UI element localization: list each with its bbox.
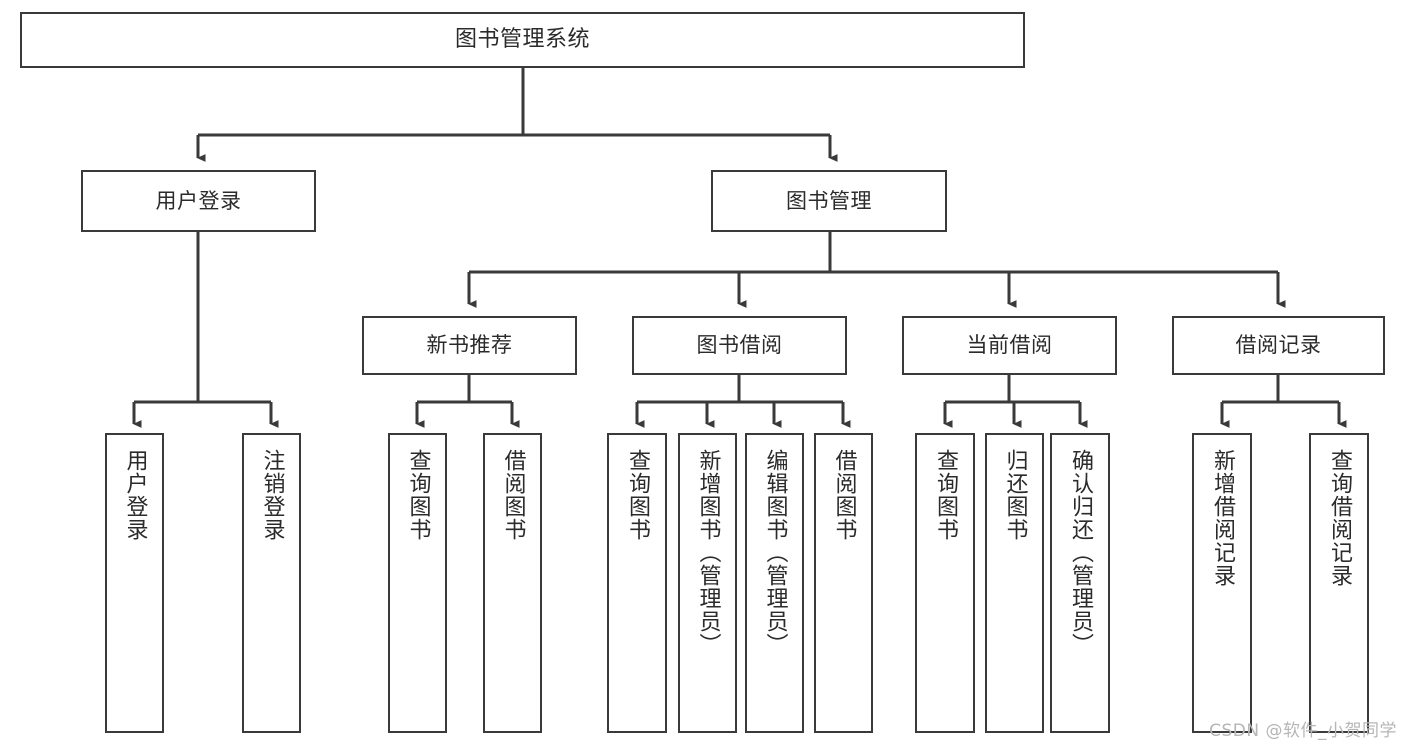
- node-label: 查询图书: [405, 449, 431, 541]
- node-label: 注销登录: [259, 449, 285, 541]
- node-label: 归还图书: [1002, 449, 1028, 541]
- node-new-book-recommend[interactable]: 新书推荐: [362, 316, 577, 375]
- node-label: 借阅图书: [831, 449, 857, 541]
- node-label: 用户登录: [155, 188, 242, 213]
- node-book-management[interactable]: 图书管理: [711, 170, 947, 232]
- node-label: 查询图书: [625, 449, 650, 541]
- node-label: 查询图书: [933, 449, 958, 541]
- node-book-borrow[interactable]: 图书借阅: [632, 316, 847, 375]
- node-label: 用户登录: [122, 449, 148, 541]
- node-label: 编辑图书（管理员）: [762, 449, 788, 656]
- node-label: 借阅记录: [1235, 333, 1322, 358]
- node-book-management-system[interactable]: 图书管理系统: [20, 12, 1025, 68]
- node-label: 图书管理系统: [454, 27, 590, 53]
- node-label: 图书管理: [786, 188, 872, 213]
- node-leaf-borrow-book-2[interactable]: 借阅图书: [814, 433, 873, 733]
- node-user-login[interactable]: 用户登录: [81, 170, 316, 232]
- node-label: 借阅图书: [500, 449, 526, 541]
- node-leaf-user-login[interactable]: 用户登录: [105, 433, 164, 733]
- node-leaf-query-record[interactable]: 查询借阅记录: [1309, 433, 1369, 733]
- node-label: 图书借阅: [696, 333, 783, 358]
- node-leaf-return-book[interactable]: 归还图书: [985, 433, 1044, 733]
- node-leaf-query-book-2[interactable]: 查询图书: [607, 433, 667, 733]
- node-label: 新增图书（管理员）: [695, 449, 721, 656]
- node-current-borrow[interactable]: 当前借阅: [902, 316, 1117, 375]
- node-leaf-add-record[interactable]: 新增借阅记录: [1192, 433, 1252, 733]
- node-leaf-borrow-book-1[interactable]: 借阅图书: [483, 433, 542, 733]
- node-label: 新书推荐: [426, 333, 513, 358]
- node-label: 当前借阅: [966, 333, 1053, 358]
- node-leaf-query-book-3[interactable]: 查询图书: [915, 433, 975, 733]
- node-borrow-record[interactable]: 借阅记录: [1172, 316, 1385, 375]
- node-label: 确认归还（管理员）: [1068, 449, 1093, 656]
- node-leaf-logout[interactable]: 注销登录: [242, 433, 301, 733]
- node-leaf-query-book-1[interactable]: 查询图书: [388, 433, 447, 733]
- node-leaf-confirm-return[interactable]: 确认归还（管理员）: [1050, 433, 1110, 733]
- node-leaf-add-book[interactable]: 新增图书（管理员）: [678, 433, 737, 733]
- watermark-text: CSDN @软件_小贺同学: [1209, 721, 1397, 741]
- node-leaf-edit-book[interactable]: 编辑图书（管理员）: [745, 433, 804, 733]
- node-label: 查询借阅记录: [1327, 449, 1352, 587]
- node-label: 新增借阅记录: [1210, 449, 1235, 587]
